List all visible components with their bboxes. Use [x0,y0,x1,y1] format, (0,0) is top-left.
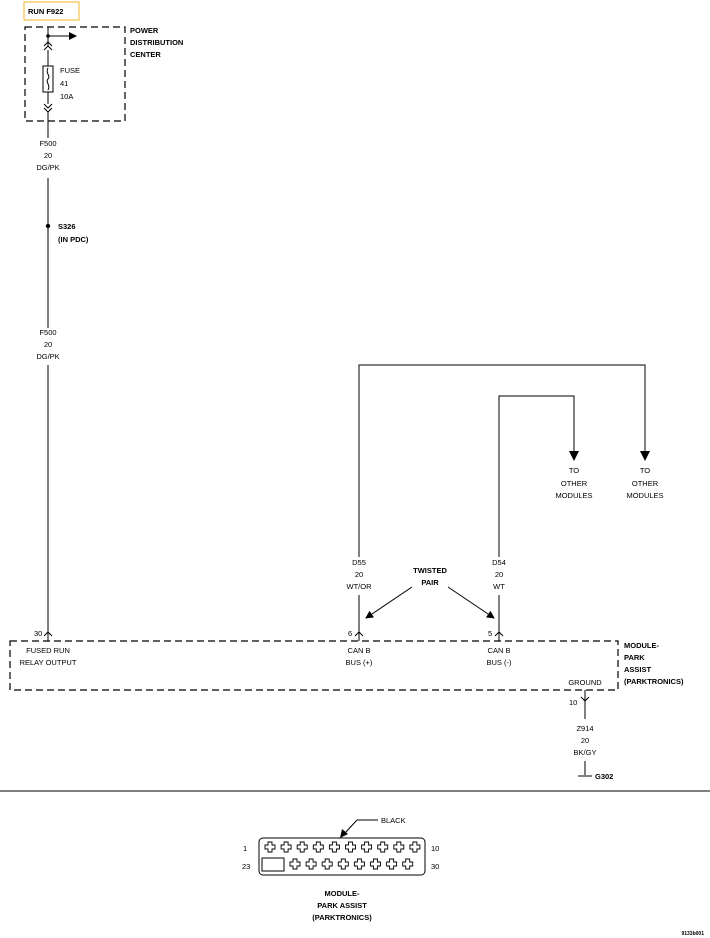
pin-last-bottom: 30 [431,862,439,871]
connector-pin-cavity [402,858,414,870]
to-modules-1-line-2: OTHER [561,479,588,488]
wire-d54-route [498,395,575,557]
wire-f500-bottom-color: DG/PK [36,352,59,361]
pin-last-top: 10 [431,844,439,853]
pin-30-label-line-1: FUSED RUN [26,646,70,655]
module-box [9,640,619,691]
pin-5-number: 5 [488,629,492,638]
pin-first-bottom: 23 [242,862,250,871]
connector-pin-cavity [280,841,292,853]
module-title-line-1: MODULE- [624,641,659,650]
connector-leader-diagonal [343,819,358,835]
wire-z914-gauge: 20 [581,736,589,745]
wire-d55-color: WT/OR [347,582,373,591]
fuse-element-icon [46,67,50,91]
pdc-box [24,26,126,122]
connector-caption-line-1: MODULE- [325,889,360,898]
wire-f500-bottom-circuit: F500 [39,328,56,337]
connector-pin-cavity [353,858,365,870]
connector-pin-cavity [386,858,398,870]
pin-6-label-line-2: BUS (+) [346,658,373,667]
wire-z914-circuit: Z914 [576,724,593,733]
splice-note: (IN PDC) [58,235,89,244]
connector-pin-cavity [305,858,317,870]
ground-point-label: G302 [595,772,613,781]
connector-pin-cavity [328,841,340,853]
ground-pin-terminal [580,696,590,702]
connector-pin-cavity [370,858,381,870]
connector-caption-line-2: PARK ASSIST [317,901,367,910]
splice-id: S326 [58,222,76,231]
module-title-line-3: ASSIST [624,665,652,674]
pin-5-label-line-2: BUS (-) [487,658,513,667]
pin-6-number: 6 [348,629,352,638]
circuit-label: RUN F922 [28,7,63,16]
fuse-label: FUSE [60,66,80,75]
ground-pin-number: 10 [569,698,577,707]
fuse-rating: 10A [60,92,73,101]
wire-d55-route [358,364,646,557]
connector-pin-row-bottom [289,858,414,870]
connector-pin-cavity [409,841,421,853]
pdc-title-line-3: CENTER [130,50,161,59]
wire-d55-gauge: 20 [355,570,363,579]
connector-key-slot [261,857,285,872]
wire-f500-top-circuit: F500 [39,139,56,148]
twisted-pair-line-2: PAIR [421,578,439,587]
connector-pin-cavity [393,841,405,853]
pdc-title-line-2: DISTRIBUTION [130,38,183,47]
wire-d54-gauge: 20 [495,570,503,579]
wire-d54-color: WT [493,582,505,591]
connector-pin-cavity [377,841,389,853]
pin-6-label-line-1: CAN B [348,646,371,655]
pin-30-number: 30 [34,629,42,638]
connector-chevron-top [43,41,53,51]
connector-leader-arrowhead [340,829,348,838]
to-modules-1-line-1: TO [569,466,579,475]
circuit-label-box [23,1,80,21]
pin-30-label-line-2: RELAY OUTPUT [20,658,77,667]
twisted-pair-arrow-right [447,586,495,619]
connector-pin-cavity [321,858,333,870]
connector-pin-cavity [264,841,276,853]
ground-label: GROUND [568,678,602,687]
arrow-to-other-modules-1 [569,451,579,461]
connector-pin-row-top [264,841,421,853]
connector-pin-cavity [345,841,356,853]
connector-pin-cavity [337,858,349,870]
pdc-title-line-1: POWER [130,26,159,35]
pin-5-label-line-1: CAN B [488,646,511,655]
twisted-pair-arrow-left [365,586,413,619]
module-title-line-2: PARK [624,653,645,662]
to-modules-2-line-3: MODULES [626,491,663,500]
wire-f500-bottom-gauge: 20 [44,340,52,349]
to-modules-2-line-1: TO [640,466,650,475]
connector-chevron-bottom [43,103,53,113]
connector-pin-cavity [289,858,301,870]
connector-pin-cavity [312,841,324,853]
fuse-number: 41 [60,79,68,88]
to-modules-1-line-3: MODULES [555,491,592,500]
wire-z914-color: BK/GY [574,748,597,757]
twisted-pair-line-1: TWISTED [413,566,447,575]
pin-first-top: 1 [243,844,247,853]
connector-caption-line-3: (PARKTRONICS) [312,913,372,922]
connector-pin-cavity [296,841,308,853]
connector-color-label: BLACK [381,816,406,825]
wire-d54-circuit: D54 [492,558,506,567]
figure-id: 9133b001 [681,931,704,937]
wire-f500-top-gauge: 20 [44,151,52,160]
to-modules-2-line-2: OTHER [632,479,659,488]
arrow-to-other-modules-2 [640,451,650,461]
module-title-line-4: (PARKTRONICS) [624,677,684,686]
splice-dot [45,223,51,229]
wire-d55-circuit: D55 [352,558,366,567]
wire-f500-top-color: DG/PK [36,163,59,172]
connector-pin-cavity [361,841,373,853]
